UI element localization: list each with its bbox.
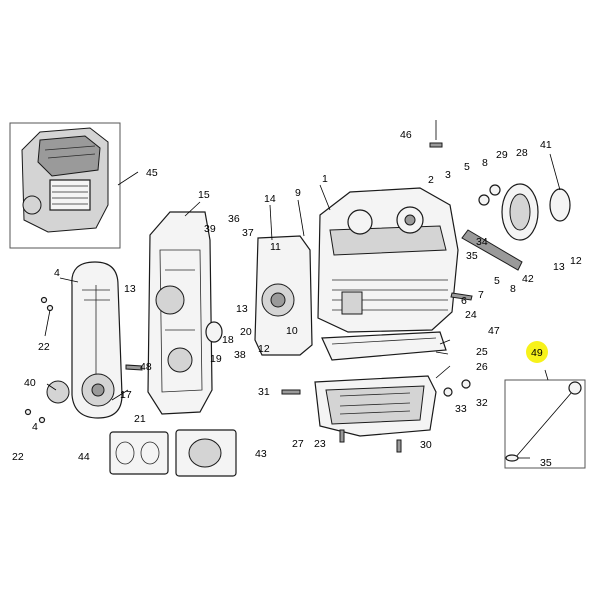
callout-38: 38	[234, 349, 246, 361]
side-cover-plate	[205, 235, 313, 356]
callout-1: 1	[322, 173, 328, 185]
dipstick-inset	[504, 379, 586, 469]
callout-35a: 35	[466, 250, 478, 262]
callout-32: 32	[476, 397, 488, 409]
callout-5a: 5	[464, 161, 470, 173]
callout-35b: 35	[540, 457, 552, 469]
callout-2: 2	[428, 174, 434, 186]
callout-31: 31	[258, 386, 270, 398]
callout-9: 9	[295, 187, 301, 199]
callout-3: 3	[445, 169, 451, 181]
callout-20: 20	[240, 326, 252, 338]
callout-22b: 22	[12, 451, 24, 463]
callout-29: 29	[496, 149, 508, 161]
callout-34: 34	[476, 236, 488, 248]
callout-12a: 12	[570, 255, 582, 267]
callout-13c: 13	[236, 303, 248, 315]
callout-27: 27	[292, 438, 304, 450]
callout-4b: 4	[32, 421, 38, 433]
oil-sump	[314, 375, 437, 437]
callout-12b: 12	[258, 343, 270, 355]
callout-5b: 5	[494, 275, 500, 287]
callout-39: 39	[204, 223, 216, 235]
callout-42: 42	[522, 273, 534, 285]
callout-8b: 8	[510, 283, 516, 295]
callout-49: 49	[531, 347, 543, 359]
callout-23: 23	[314, 438, 326, 450]
callout-labels: 45 46 1 2 3 5 8 29 28 41 9 15 14 36 39 3…	[12, 129, 582, 469]
callout-21: 21	[134, 413, 146, 425]
callout-7: 7	[478, 289, 484, 301]
highlight-marker	[526, 341, 548, 363]
callout-17: 17	[120, 389, 132, 401]
callout-24: 24	[465, 309, 477, 321]
callout-48: 48	[140, 361, 152, 373]
callout-13b: 13	[124, 283, 136, 295]
engine-assembly-inset	[9, 122, 121, 249]
callout-10: 10	[286, 325, 298, 337]
timing-case-inner	[147, 211, 213, 415]
callout-26: 26	[476, 361, 488, 373]
crankcase-block	[317, 187, 459, 333]
leader-lines	[44, 120, 561, 459]
callout-43: 43	[255, 448, 267, 460]
callout-36: 36	[228, 213, 240, 225]
callout-18: 18	[222, 334, 234, 346]
callout-33: 33	[455, 403, 467, 415]
callout-28: 28	[516, 147, 528, 159]
callout-11: 11	[270, 241, 281, 253]
fasteners	[24, 142, 473, 453]
callout-25: 25	[476, 346, 488, 358]
callout-41: 41	[540, 139, 552, 151]
callout-22a: 22	[38, 341, 50, 353]
sump-gasket	[321, 331, 447, 361]
callout-40: 40	[24, 377, 36, 389]
gasket-set	[109, 429, 237, 477]
callout-8a: 8	[482, 157, 488, 169]
callout-4a: 4	[54, 267, 60, 279]
callout-47: 47	[488, 325, 500, 337]
callout-44: 44	[78, 451, 90, 463]
callout-13a: 13	[553, 261, 565, 273]
callout-14: 14	[264, 193, 276, 205]
callout-46: 46	[400, 129, 412, 141]
timing-cover-left	[46, 261, 123, 419]
callout-37: 37	[242, 227, 254, 239]
callout-15: 15	[198, 189, 210, 201]
callout-6: 6	[461, 295, 467, 307]
clutch-assembly	[461, 183, 571, 271]
callout-45: 45	[146, 167, 158, 179]
callout-19: 19	[210, 353, 222, 365]
callout-30: 30	[420, 439, 432, 451]
